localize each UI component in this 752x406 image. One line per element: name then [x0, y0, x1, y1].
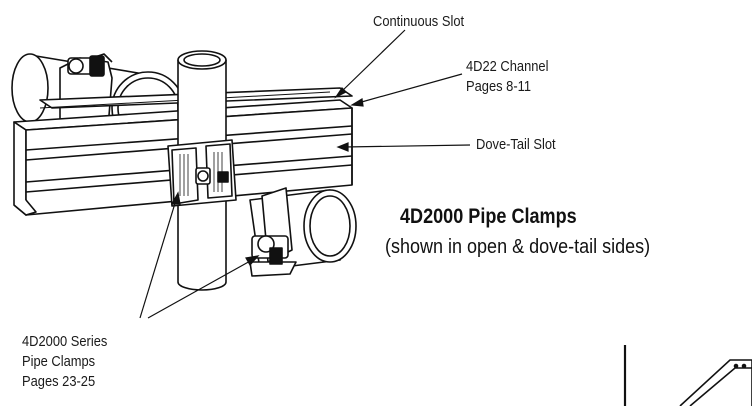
vertical-pipe-clamp: [167, 139, 237, 207]
caption-subtitle: (shown in open & dove-tail sides): [385, 236, 651, 258]
series-label-line2: Pipe Clamps: [22, 353, 96, 370]
channel-label-line1: 4D22 Channel: [466, 58, 549, 75]
partial-figure-bottom-right: [623, 345, 752, 406]
dovetail-slot-label: Dove-Tail Slot: [476, 136, 556, 153]
series-label-line1: 4D2000 Series: [22, 333, 108, 350]
series-label-line3: Pages 23-25: [22, 373, 96, 390]
caption-title: 4D2000 Pipe Clamps: [400, 205, 577, 228]
continuous-slot-label: Continuous Slot: [373, 13, 465, 30]
horizontal-pipe-lower: [249, 187, 357, 277]
channel-label-line2: Pages 8-11: [466, 78, 532, 95]
